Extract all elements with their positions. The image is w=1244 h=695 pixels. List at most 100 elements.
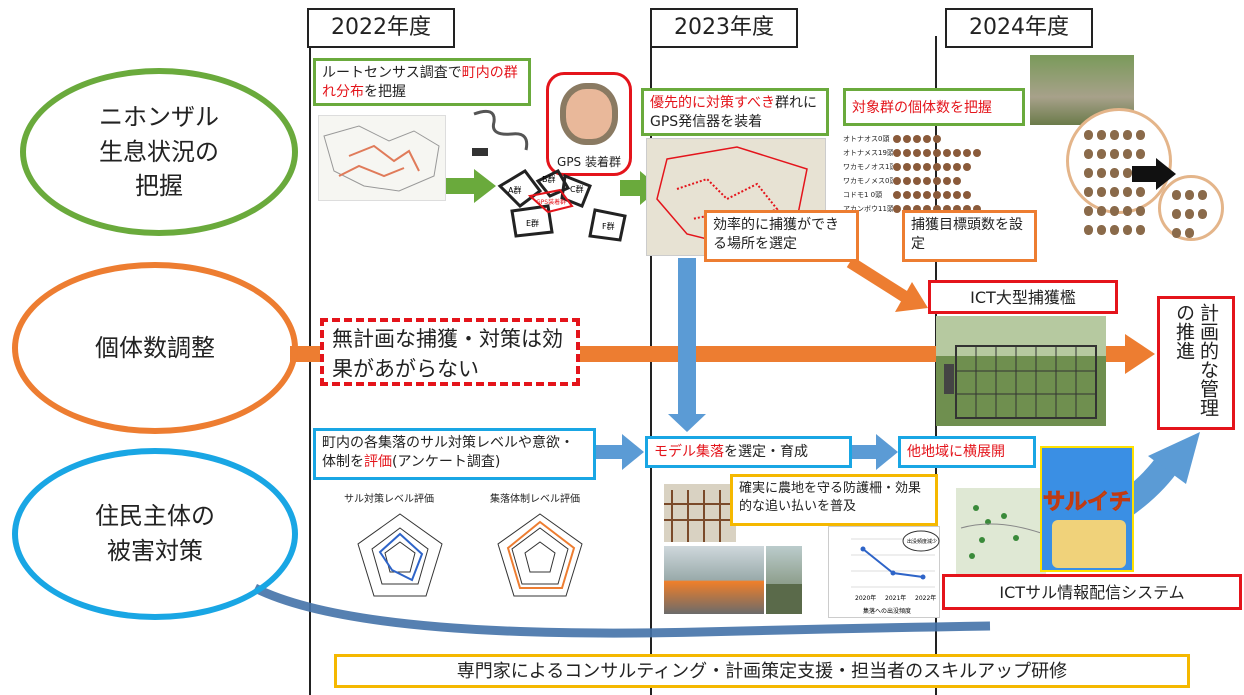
monkey-icon bbox=[1136, 130, 1145, 140]
monkey-icon bbox=[1172, 209, 1181, 219]
capture-target-box: 捕獲目標頭数を設定 bbox=[902, 210, 1037, 262]
monkey-icon bbox=[943, 191, 951, 199]
monkey-icon bbox=[1198, 209, 1207, 219]
radar-charts: サル対策レベル評価 集落体制レベル評価 bbox=[320, 490, 610, 618]
monkey-icon bbox=[933, 205, 941, 213]
monkey-icon bbox=[903, 135, 911, 143]
monkey-icon bbox=[923, 177, 931, 185]
population-pictograph: オトナオス0頭オトナメス19頭ワカモノオス1頭ワカモノメス0頭コドモ1 0頭アカ… bbox=[843, 132, 1023, 224]
monkey-icon bbox=[973, 149, 981, 157]
efficient-site-box: 効率的に捕獲ができる場所を選定 bbox=[704, 210, 859, 262]
census-text-highlight: 町内の群れ分布 bbox=[322, 65, 518, 100]
pictograph-row: ワカモノメス0頭 bbox=[843, 174, 1023, 188]
monkey-icon bbox=[893, 149, 901, 157]
monkey-icon bbox=[1084, 149, 1093, 159]
monkey-icon bbox=[1123, 206, 1132, 216]
monkey-icon bbox=[953, 163, 961, 171]
radar-title-1: サル対策レベル評価 bbox=[344, 494, 434, 505]
pictograph-row-label: ワカモノオス1頭 bbox=[843, 163, 893, 171]
monkey-face bbox=[560, 83, 618, 145]
monkey-icon bbox=[953, 191, 961, 199]
year-divider-2023 bbox=[650, 36, 652, 695]
village-photo-3 bbox=[766, 584, 802, 614]
monkey-icon bbox=[933, 135, 941, 143]
ict-info-system-label: ICTサル情報配信システム bbox=[942, 574, 1242, 610]
monkey-icon bbox=[1097, 206, 1106, 216]
fence-photo bbox=[664, 484, 736, 542]
pictograph-row-label: アカンボウ11頭 bbox=[843, 205, 893, 213]
group-polygons: A群 B群 C群 E群 F群 GPS装着群 bbox=[497, 169, 627, 242]
monkey-icon bbox=[1136, 225, 1145, 235]
green-arrow-1 bbox=[446, 169, 496, 203]
year-2023: 2023年度 bbox=[650, 8, 798, 48]
village-eval-text: 町内の各集落のサル対策レベルや意欲・体制を bbox=[322, 435, 574, 470]
planned-management-text: 計画的な管理の推進 bbox=[1173, 303, 1219, 417]
pictograph-row: アカンボウ11頭 bbox=[843, 202, 1023, 216]
gps-priority-text: 群れにGPS発信器を装着 bbox=[650, 95, 818, 130]
route-squiggle bbox=[472, 109, 529, 156]
ict-trap-photo bbox=[936, 316, 1106, 426]
chart-bubble: 出没頻度減少 bbox=[907, 538, 937, 545]
monkey-icon bbox=[903, 205, 911, 213]
monkey-icon bbox=[1110, 225, 1119, 235]
monkey-icon bbox=[1123, 225, 1132, 235]
pictograph-row: コドモ1 0頭 bbox=[843, 188, 1023, 202]
chart-year-1: 2021年 bbox=[885, 594, 906, 602]
model-village-text: を選定・育成 bbox=[724, 444, 808, 460]
chart-year-0: 2020年 bbox=[855, 594, 876, 602]
monkey-icon bbox=[1123, 130, 1132, 140]
monkey-icon bbox=[1123, 187, 1132, 197]
monkey-icon bbox=[913, 191, 921, 199]
monkey-icon bbox=[913, 163, 921, 171]
ict-trap-label: ICT大型捕獲檻 bbox=[928, 280, 1118, 314]
year-2022: 2022年度 bbox=[307, 8, 455, 48]
monkey-icon bbox=[923, 163, 931, 171]
frequency-chart: 2020年 2021年 2022年 集落への出没頻度 出没頻度減少 bbox=[828, 526, 940, 618]
monkey-icon bbox=[943, 177, 951, 185]
monkey-icon bbox=[1136, 149, 1145, 159]
map-app-screenshot bbox=[956, 488, 1046, 574]
monkey-icon bbox=[1084, 168, 1093, 178]
population-arrow-head bbox=[1125, 334, 1155, 374]
monkey-icon bbox=[1185, 209, 1194, 219]
monkey-icon bbox=[923, 135, 931, 143]
monkey-icon bbox=[903, 163, 911, 171]
pictograph-row: オトナオス0頭 bbox=[843, 132, 1023, 146]
fence-diffusion-box: 確実に農地を守る防護柵・効果的な追い払いを普及 bbox=[730, 474, 938, 526]
leaflet-title: サルイチ bbox=[1042, 490, 1131, 516]
pictograph-row-label: オトナメス19頭 bbox=[843, 149, 893, 157]
monkey-icon bbox=[933, 177, 941, 185]
village-eval-suffix: (アンケート調査) bbox=[392, 453, 501, 470]
monkey-icon bbox=[963, 205, 971, 213]
pictograph-row: オトナメス19頭 bbox=[843, 146, 1023, 160]
monkey-icon bbox=[923, 205, 931, 213]
monkey-icon bbox=[943, 205, 951, 213]
monkey-icon bbox=[1185, 190, 1194, 200]
theme-population-label: 個体数調整 bbox=[95, 333, 215, 362]
monkey-icon bbox=[953, 177, 961, 185]
monkey-icon bbox=[1185, 228, 1194, 238]
monkey-icon bbox=[1084, 130, 1093, 140]
monkey-icon bbox=[1136, 206, 1145, 216]
pictograph-row-label: コドモ1 0頭 bbox=[843, 191, 883, 199]
village-photo-1 bbox=[664, 546, 764, 614]
chart-year-2: 2022年 bbox=[915, 594, 936, 602]
monkey-icon bbox=[913, 205, 921, 213]
monkey-icon bbox=[1198, 190, 1207, 200]
monkey-icon bbox=[1097, 187, 1106, 197]
expand-arrow-head bbox=[1148, 432, 1200, 484]
group-b-label: B群 bbox=[542, 174, 556, 184]
monkey-icon bbox=[1097, 130, 1106, 140]
model-village-highlight: モデル集落 bbox=[654, 444, 724, 460]
gps-priority-highlight: 優先的に対策すべき bbox=[650, 95, 776, 111]
village-eval-highlight: 評価 bbox=[364, 453, 392, 470]
monkey-icon bbox=[1084, 206, 1093, 216]
monkey-icon bbox=[893, 163, 901, 171]
monkey-icon bbox=[1123, 149, 1132, 159]
unplanned-warning: 無計画な捕獲・対策は効果があがらない bbox=[320, 318, 580, 386]
monkey-icon bbox=[1084, 187, 1093, 197]
monkey-icon bbox=[943, 163, 951, 171]
troop-monkeys-reduced bbox=[1170, 186, 1214, 238]
group-e-label: E群 bbox=[526, 218, 539, 228]
monkey-icon bbox=[923, 191, 931, 199]
